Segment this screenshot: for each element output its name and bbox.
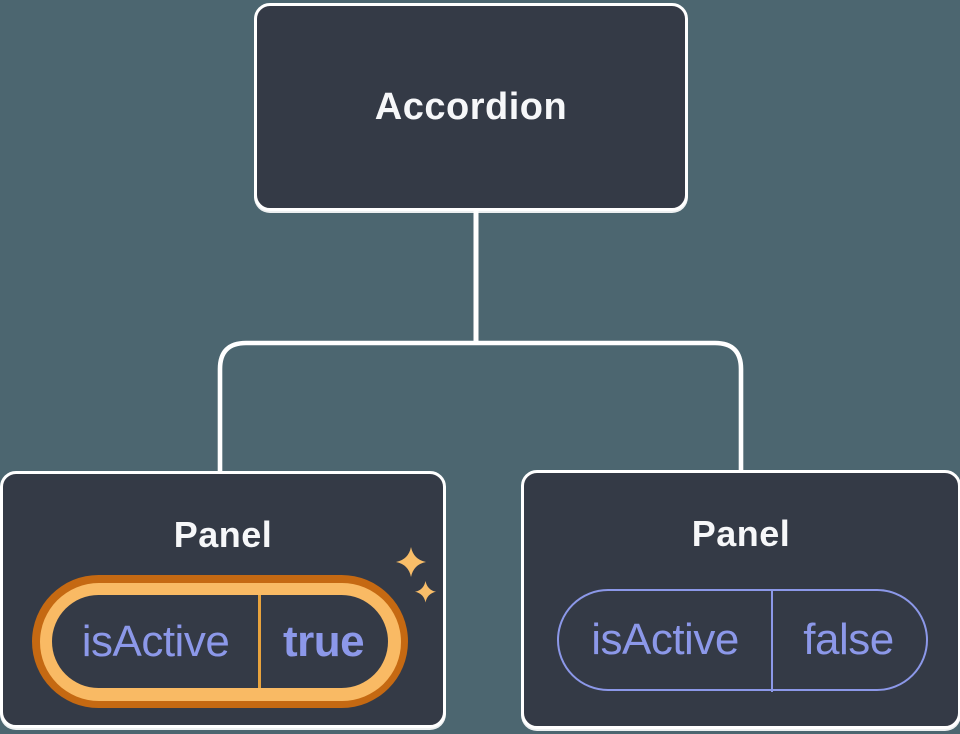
- component-box-accordion: Accordion: [254, 3, 688, 211]
- prop-value-right: false: [803, 615, 894, 664]
- prop-pill-divider-right: [770, 588, 773, 692]
- sparkle-small-icon: [415, 581, 436, 603]
- connector-branch: [217, 340, 744, 474]
- prop-pill-right: isActive false: [557, 588, 928, 692]
- prop-name-right: isActive: [591, 615, 739, 664]
- component-label-accordion: Accordion: [374, 85, 568, 128]
- component-box-panel-right: Panel isActive false: [521, 470, 960, 729]
- component-label-panel-left: Panel: [173, 514, 273, 555]
- component-box-panel-left: Panel isActive true: [0, 471, 446, 728]
- prop-pill-highlight-ring: isActive true: [32, 575, 408, 708]
- prop-name-left: isActive: [81, 616, 230, 666]
- prop-pill-left: isActive true: [52, 595, 388, 688]
- prop-pill-highlight-ring-inner: isActive true: [39, 582, 401, 701]
- prop-pill-divider-left: [258, 595, 261, 688]
- sparkle-icon: [396, 547, 436, 603]
- prop-value-left: true: [282, 616, 365, 666]
- component-label-panel-right: Panel: [691, 513, 791, 554]
- sparkle-large-icon: [396, 547, 426, 577]
